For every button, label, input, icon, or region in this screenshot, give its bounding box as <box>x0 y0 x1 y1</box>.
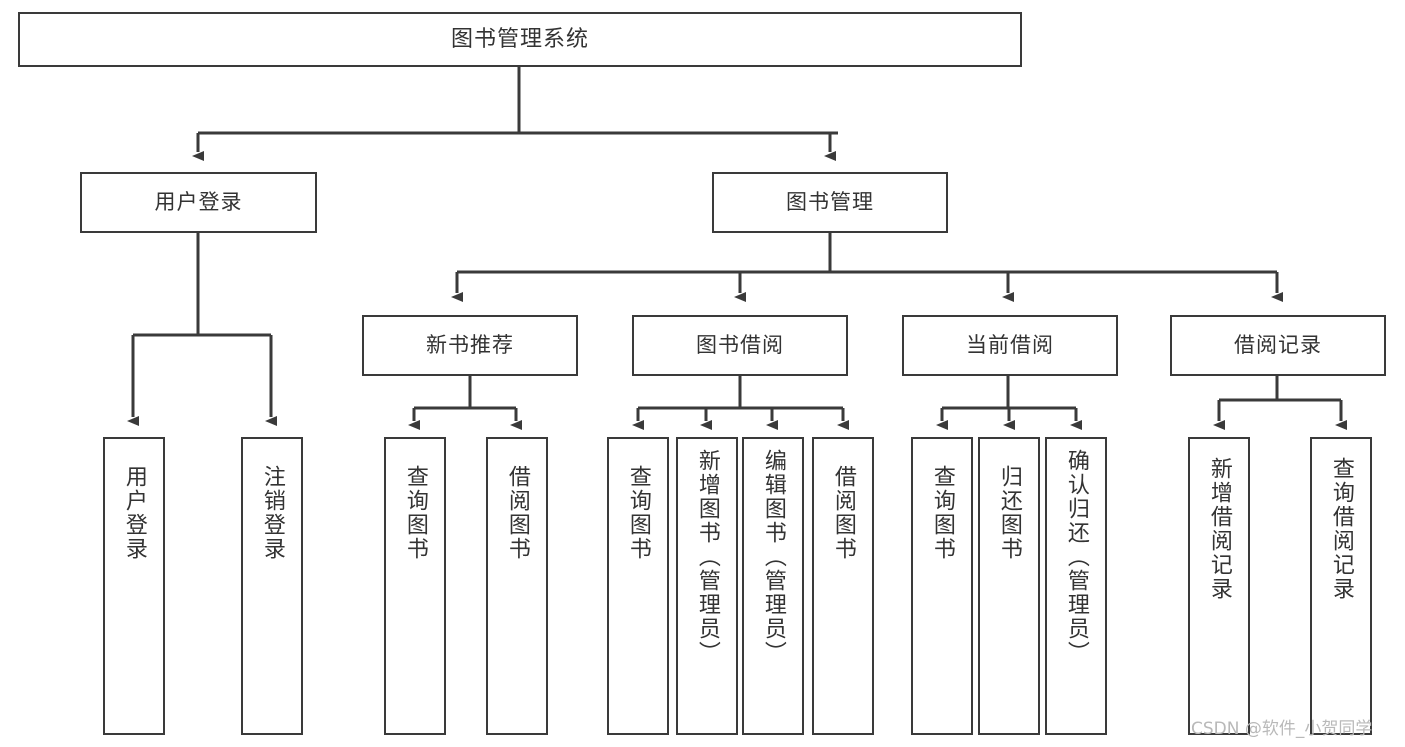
node-label: 借阅图书 <box>504 465 530 561</box>
node-label: 图书借阅 <box>696 333 784 358</box>
node-current-borrow[interactable]: 当前借阅 <box>902 315 1118 376</box>
node-label: 借阅图书 <box>830 465 856 561</box>
node-label: 注销登录 <box>259 465 285 561</box>
node-label: 借阅记录 <box>1234 333 1322 358</box>
node-label: 用户登录 <box>121 465 147 561</box>
leaf-edit-book[interactable]: 编辑图书（管理员） <box>742 437 804 735</box>
node-label: 新增借阅记录 <box>1206 457 1232 601</box>
leaf-return-book[interactable]: 归还图书 <box>978 437 1040 735</box>
leaf-add-book[interactable]: 新增图书（管理员） <box>676 437 738 735</box>
node-borrow-record[interactable]: 借阅记录 <box>1170 315 1386 376</box>
node-label: 确认归还（管理员） <box>1063 449 1089 665</box>
node-label: 新书推荐 <box>426 333 514 358</box>
node-label: 用户登录 <box>154 190 243 215</box>
node-label: 新增图书（管理员） <box>694 449 720 665</box>
leaf-borrow-book-recommend[interactable]: 借阅图书 <box>486 437 548 735</box>
node-label: 图书管理系统 <box>450 26 589 52</box>
leaf-query-book-current[interactable]: 查询图书 <box>911 437 973 735</box>
leaf-confirm-return[interactable]: 确认归还（管理员） <box>1045 437 1107 735</box>
node-label: 查询借阅记录 <box>1328 457 1354 601</box>
leaf-query-borrow-record[interactable]: 查询借阅记录 <box>1310 437 1372 735</box>
node-label: 查询图书 <box>402 465 428 561</box>
node-label: 图书管理 <box>786 190 874 215</box>
node-label: 查询图书 <box>929 465 955 561</box>
leaf-query-book-borrow[interactable]: 查询图书 <box>607 437 669 735</box>
leaf-add-borrow-record[interactable]: 新增借阅记录 <box>1188 437 1250 735</box>
leaf-query-book-recommend[interactable]: 查询图书 <box>384 437 446 735</box>
node-book-borrow[interactable]: 图书借阅 <box>632 315 848 376</box>
node-root-system[interactable]: 图书管理系统 <box>18 12 1022 67</box>
node-new-book-recommend[interactable]: 新书推荐 <box>362 315 578 376</box>
leaf-user-login[interactable]: 用户登录 <box>103 437 165 735</box>
csdn-watermark: CSDN @软件_小贺同学 <box>1191 719 1373 739</box>
node-label: 归还图书 <box>996 465 1022 561</box>
node-user-login[interactable]: 用户登录 <box>80 172 317 233</box>
leaf-logout[interactable]: 注销登录 <box>241 437 303 735</box>
node-book-manage[interactable]: 图书管理 <box>712 172 948 233</box>
leaf-borrow-book[interactable]: 借阅图书 <box>812 437 874 735</box>
node-label: 编辑图书（管理员） <box>760 449 786 665</box>
node-label: 查询图书 <box>625 465 651 561</box>
node-label: 当前借阅 <box>966 333 1054 358</box>
